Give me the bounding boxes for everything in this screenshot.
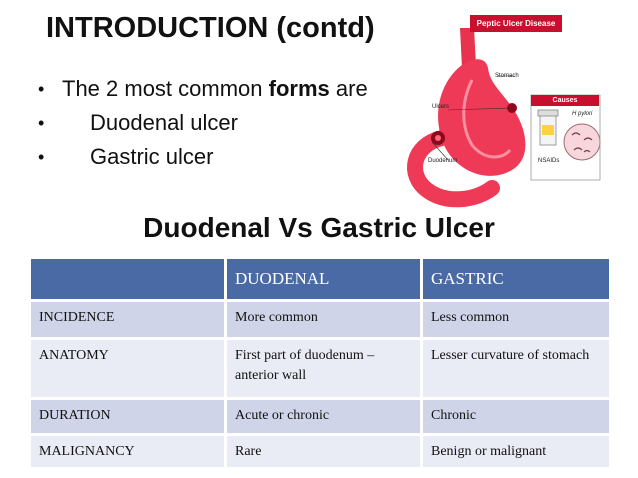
table-row: ANATOMY First part of duodenum – anterio… bbox=[28, 337, 612, 400]
table-cell: Lesser curvature of stomach bbox=[420, 337, 612, 400]
table-cell: First part of duodenum – anterior wall bbox=[224, 337, 423, 400]
duodenum-label: Duodenum bbox=[428, 158, 458, 164]
row-label: DURATION bbox=[28, 397, 227, 436]
slide-title: INTRODUCTION (contd) bbox=[46, 12, 375, 44]
row-label: MALIGNANCY bbox=[28, 433, 227, 470]
nsaids-label: NSAIDs bbox=[538, 158, 560, 164]
illustration-title: Peptic Ulcer Disease bbox=[470, 15, 562, 32]
bullet-item-1: The 2 most common forms are bbox=[38, 74, 368, 108]
header-cell-duodenal: DUODENAL bbox=[224, 256, 423, 302]
comparison-table: DUODENAL GASTRIC INCIDENCE More common L… bbox=[28, 256, 612, 470]
hpylori-label: H pylori bbox=[572, 111, 593, 117]
table-cell: Chronic bbox=[420, 397, 612, 436]
bullet-item-2: Duodenal ulcer bbox=[38, 108, 368, 142]
table-title: Duodenal Vs Gastric Ulcer bbox=[143, 212, 495, 243]
header-cell-gastric: GASTRIC bbox=[420, 256, 612, 302]
table-cell: Less common bbox=[420, 299, 612, 340]
table-row: INCIDENCE More common Less common bbox=[28, 299, 612, 340]
stomach-illustration bbox=[407, 28, 601, 208]
table-cell: Benign or malignant bbox=[420, 433, 612, 470]
ulcers-label: Ulcers bbox=[432, 104, 450, 110]
table-row: DURATION Acute or chronic Chronic bbox=[28, 397, 612, 436]
bullet-item-3: Gastric ulcer bbox=[38, 142, 368, 176]
table-header-row: DUODENAL GASTRIC bbox=[28, 256, 612, 302]
table-cell: Acute or chronic bbox=[224, 397, 423, 436]
table-row: MALIGNANCY Rare Benign or malignant bbox=[28, 433, 612, 470]
table-cell: Rare bbox=[224, 433, 423, 470]
header-cell-empty bbox=[28, 256, 227, 302]
bold-word: forms bbox=[268, 76, 330, 101]
table-cell: More common bbox=[224, 299, 423, 340]
stomach-label: Stomach bbox=[495, 73, 519, 79]
row-label: INCIDENCE bbox=[28, 299, 227, 340]
row-label: ANATOMY bbox=[28, 337, 227, 400]
bullet-list: The 2 most common forms are Duodenal ulc… bbox=[38, 74, 368, 176]
causes-label: Causes bbox=[531, 95, 599, 106]
